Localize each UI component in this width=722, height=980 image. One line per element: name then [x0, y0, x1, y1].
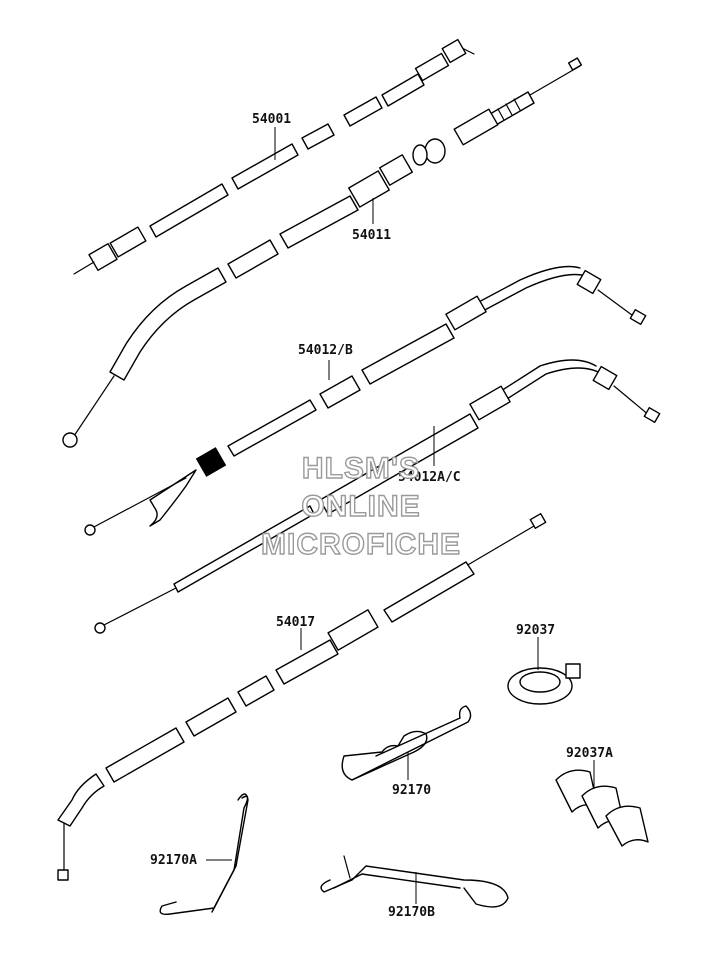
watermark-line-3: MICROFICHE — [261, 528, 461, 561]
part-label-92170: 92170 — [392, 783, 431, 798]
cable-54012-ac[interactable] — [94, 359, 661, 634]
watermark-line-2: ONLINE — [301, 490, 420, 523]
cable-54017[interactable] — [57, 512, 547, 881]
part-label-54001: 54001 — [252, 112, 291, 127]
clamp-92037[interactable] — [507, 663, 581, 705]
part-label-92170a: 92170A — [150, 853, 197, 868]
clip-92170a[interactable] — [159, 793, 249, 916]
cable-54012-b[interactable] — [84, 265, 647, 536]
part-label-54011: 54011 — [352, 228, 391, 243]
part-label-92170b: 92170B — [388, 905, 435, 920]
cable-54001[interactable] — [73, 38, 475, 275]
part-label-92037: 92037 — [516, 623, 555, 638]
part-label-54012-ac: 54012A/C — [398, 470, 461, 485]
clip-92170b[interactable] — [320, 855, 509, 908]
clip-92170[interactable] — [341, 705, 472, 781]
part-label-54017: 54017 — [276, 615, 315, 630]
watermark-line-1: HLSM'S — [302, 452, 420, 485]
part-label-54012-b: 54012/B — [298, 343, 353, 358]
part-label-92037a: 92037A — [566, 746, 613, 761]
cable-54011[interactable] — [62, 57, 583, 448]
clamp-92037a[interactable] — [555, 769, 649, 847]
